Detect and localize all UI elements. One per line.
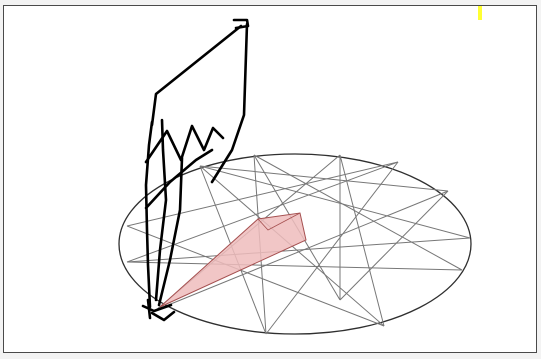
star-line bbox=[200, 166, 448, 191]
drawn-stroke bbox=[143, 305, 171, 311]
star-line bbox=[127, 262, 462, 270]
drawn-stroke bbox=[152, 312, 174, 320]
star-line bbox=[340, 155, 384, 326]
drawn-stroke bbox=[146, 122, 152, 307]
drawn-stroke bbox=[152, 26, 241, 125]
star-line bbox=[127, 162, 398, 226]
star-line bbox=[254, 155, 462, 270]
drawn-stroke bbox=[146, 126, 223, 162]
shaded-wedge bbox=[160, 213, 306, 307]
star-polygon bbox=[127, 155, 470, 334]
